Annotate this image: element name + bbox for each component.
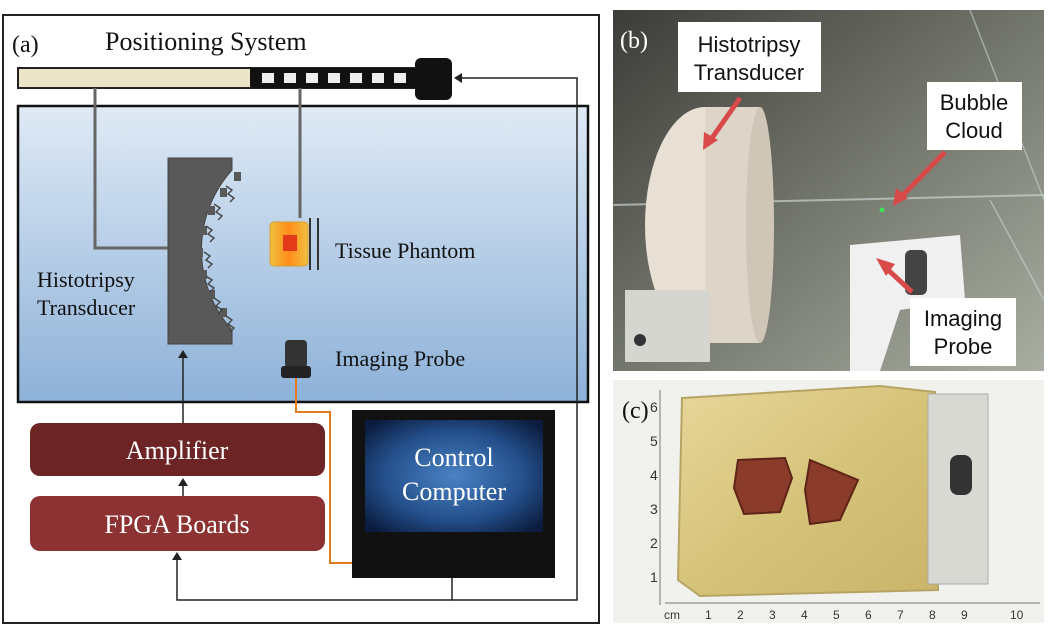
bubble-cloud-dot [879, 207, 885, 213]
bubble-cloud-label-line2: Cloud [945, 118, 1002, 143]
ruler-bottom-tick: 10 [1010, 608, 1024, 622]
ultrasound-waves [203, 185, 236, 333]
imaging-probe-label: Imaging Probe [335, 346, 465, 371]
photo-probe-label-line2: Probe [934, 334, 993, 359]
amplifier-label: Amplifier [126, 436, 229, 465]
probe-cable [295, 378, 352, 564]
ruler-left-tick: 2 [650, 535, 658, 551]
computer-to-motor-arrowhead [454, 73, 462, 83]
positioning-system-title: Positioning System [105, 27, 307, 56]
ruler-left-tick: 6 [650, 399, 658, 415]
computer-to-fpga-arrowhead [172, 552, 182, 560]
transducer-holder [93, 88, 168, 250]
transducer-label-line2: Transducer [37, 295, 136, 320]
panel-a: (a) Positioning System [2, 14, 600, 624]
computer-screen [365, 420, 543, 532]
ruler-bottom-tick: 3 [769, 608, 776, 622]
photo-arrows [703, 96, 947, 294]
photo-transducer-label-box [678, 22, 821, 92]
ruler-left-tick: 1 [650, 569, 658, 585]
ruler-bottom-tick: 9 [961, 608, 968, 622]
photo-probe [850, 235, 965, 371]
fpga-label: FPGA Boards [104, 510, 249, 539]
positioning-rail [17, 67, 419, 89]
ruler-bottom-tick: 8 [929, 608, 936, 622]
ruler-bottom-tick: 7 [897, 608, 904, 622]
ruler-bottom-tick: 4 [801, 608, 808, 622]
imaging-probe [281, 340, 311, 378]
ruler-left-tick: 3 [650, 501, 658, 517]
fpga-to-amp-arrowhead [178, 478, 188, 486]
ruler-left-tick: 5 [650, 433, 658, 449]
ruler-bottom-tick: 5 [833, 608, 840, 622]
photo-probe-label-box [910, 298, 1016, 366]
computer-base [352, 544, 555, 578]
ruler-bottom-tick: 2 [737, 608, 744, 622]
fpga-box [30, 496, 325, 551]
ruler-bottom-tick: 1 [705, 608, 712, 622]
computer-label-line1: Control [414, 443, 493, 472]
transducer-elements [196, 172, 241, 317]
bubble-cloud-label-line1: Bubble [940, 90, 1009, 115]
ruler-bottom-tick: 6 [865, 608, 872, 622]
photo-probe-label-line1: Imaging [924, 306, 1002, 331]
tissue-sample-2 [803, 458, 860, 526]
photo-transducer-label-line2: Transducer [694, 60, 804, 85]
panel-a-label: (a) [12, 32, 39, 58]
amplifier-box [30, 423, 325, 476]
panel-c: 6 5 4 3 2 1 cm 1 2 3 4 5 6 7 8 9 10 (c) [613, 380, 1044, 623]
computer-to-motor-line [452, 77, 578, 601]
mount-screw [950, 455, 972, 495]
computer-label-line2: Computer [402, 477, 506, 506]
photo-transducer-label-line1: Histotripsy [698, 32, 801, 57]
computer-to-fpga-line [176, 558, 453, 601]
panel-c-label: (c) [622, 398, 649, 424]
ruler-bottom-unit: cm [664, 608, 680, 622]
panel-b: (b) Histotripsy Transducer Bubble Cloud … [612, 9, 1045, 371]
positioning-motor [415, 58, 452, 100]
tissue-phantom-label: Tissue Phantom [335, 238, 475, 263]
panel-b-label: (b) [620, 28, 648, 54]
tissue-phantom [269, 218, 319, 270]
tissue-sample-1 [732, 456, 794, 516]
bubble-cloud-label-box [927, 82, 1022, 150]
transducer-label-line1: Histotripsy [37, 267, 135, 292]
ruler-left-tick: 4 [650, 467, 658, 483]
amp-to-transducer-arrowhead [178, 350, 188, 358]
